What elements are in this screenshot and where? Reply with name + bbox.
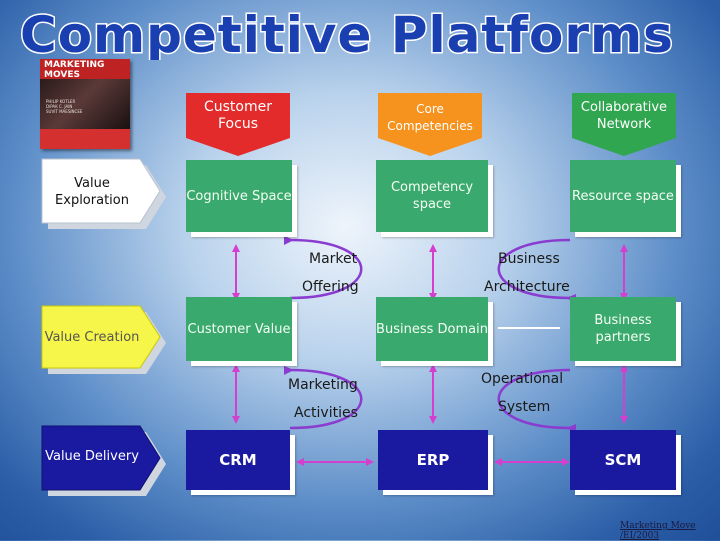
core-competencies-shape — [378, 93, 482, 156]
stage-value-exploration: Value Exploration — [55, 176, 129, 208]
competency-space-box: Competency space — [376, 160, 488, 232]
customer-focus-shape — [186, 93, 290, 156]
business-partners-box: Business partners — [570, 297, 676, 361]
footer-credit: Marketing Move /EI/2003 — [620, 521, 696, 541]
label-marketing: Marketing — [288, 377, 358, 393]
value-creation-chevron — [41, 305, 166, 374]
label-activities: Activities — [294, 405, 358, 421]
stage-value-delivery: Value Delivery — [45, 448, 139, 464]
label-system: System — [498, 399, 551, 415]
crm-box: CRM — [186, 430, 290, 490]
label-architecture: Architecture — [484, 279, 570, 295]
business-domain-box: Business Domain — [376, 297, 488, 361]
label-offering: Offering — [302, 279, 359, 295]
resource-space-box: Resource space — [570, 160, 676, 232]
label-operational: Operational — [481, 371, 564, 387]
header-collaborative-network: Collaborative Network — [580, 100, 668, 132]
erp-box: ERP — [378, 430, 488, 490]
cognitive-space-box: Cognitive Space — [186, 160, 292, 232]
page-title-text: Competitive Platforms — [20, 6, 674, 60]
customer-value-box: Customer Value — [186, 297, 292, 361]
book-cover-image: MARKETING MOVES PHILIP KOTLER DIPAK C. J… — [40, 59, 130, 149]
label-business: Business — [498, 251, 560, 267]
value-delivery-chevron — [41, 425, 166, 496]
header-core-competencies: Core Competencies — [387, 102, 473, 133]
header-customer-focus: Customer Focus — [203, 99, 272, 132]
value-exploration-chevron — [41, 158, 166, 229]
scm-box: SCM — [570, 430, 676, 490]
label-market: Market — [309, 251, 358, 267]
collaborative-network-shape — [572, 93, 676, 156]
stage-value-creation: Value Creation — [44, 329, 140, 345]
marketing-activities-loop-icon — [284, 366, 363, 430]
book-title: MARKETING MOVES — [44, 60, 105, 80]
market-offering-loop-icon — [284, 236, 363, 300]
page-title: Competitive Platforms — [20, 5, 674, 61]
book-authors: PHILIP KOTLER DIPAK C. JAIN SUVIT MAESIN… — [46, 99, 83, 114]
